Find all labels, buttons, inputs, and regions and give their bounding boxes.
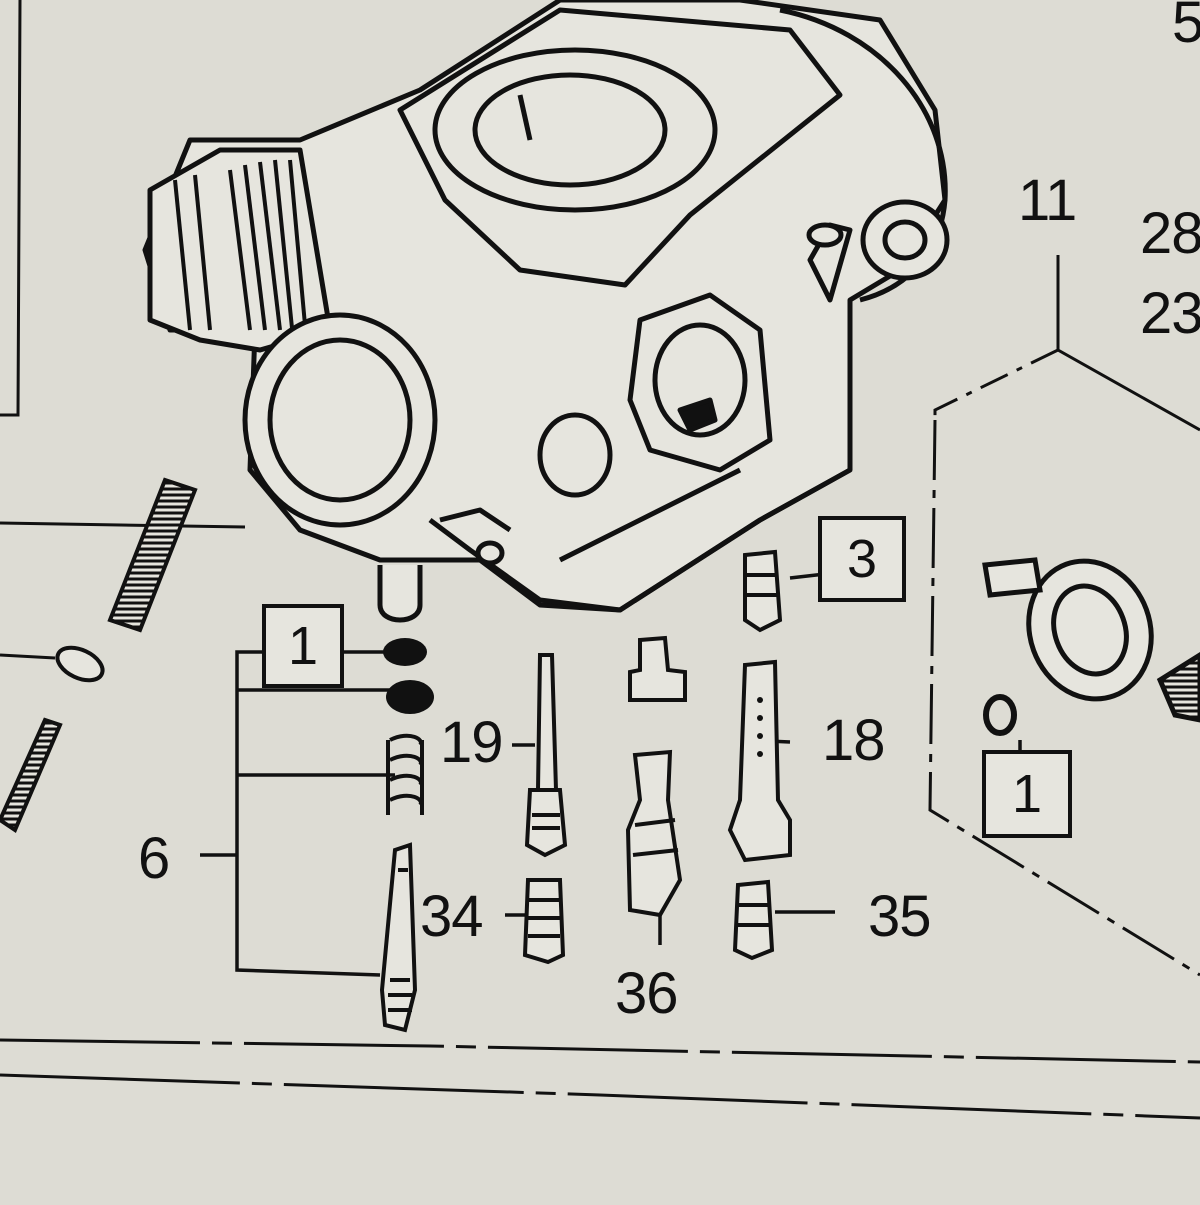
ref-label-18: 18 [822,708,886,773]
ref-label-23: 23 [1140,281,1200,346]
frame-lines [0,0,1200,1120]
ref-label-5: 5 [1172,0,1200,55]
set-ref-box-3: 3 [818,516,906,602]
o-rings [383,638,1017,736]
ref-label-6: 6 [138,826,170,891]
left-springs [0,477,198,833]
ref-label-35: 35 [868,884,932,949]
set-ref-box-1-right: 1 [982,750,1072,838]
ref-label-36: 36 [615,961,679,1026]
pilot-screw [379,842,418,1033]
set-ref-box-1-left: 1 [262,604,344,688]
ref-label-11: 11 [1018,168,1077,233]
ref-label-19: 19 [440,710,504,775]
ref-label-34: 34 [420,884,484,949]
right-side-parts [982,557,1200,723]
spring-part [386,733,424,815]
ref-label-28: 28 [1140,201,1200,266]
jet-parts [522,549,792,965]
needle-part [524,653,568,858]
carburetor-body [142,0,950,623]
